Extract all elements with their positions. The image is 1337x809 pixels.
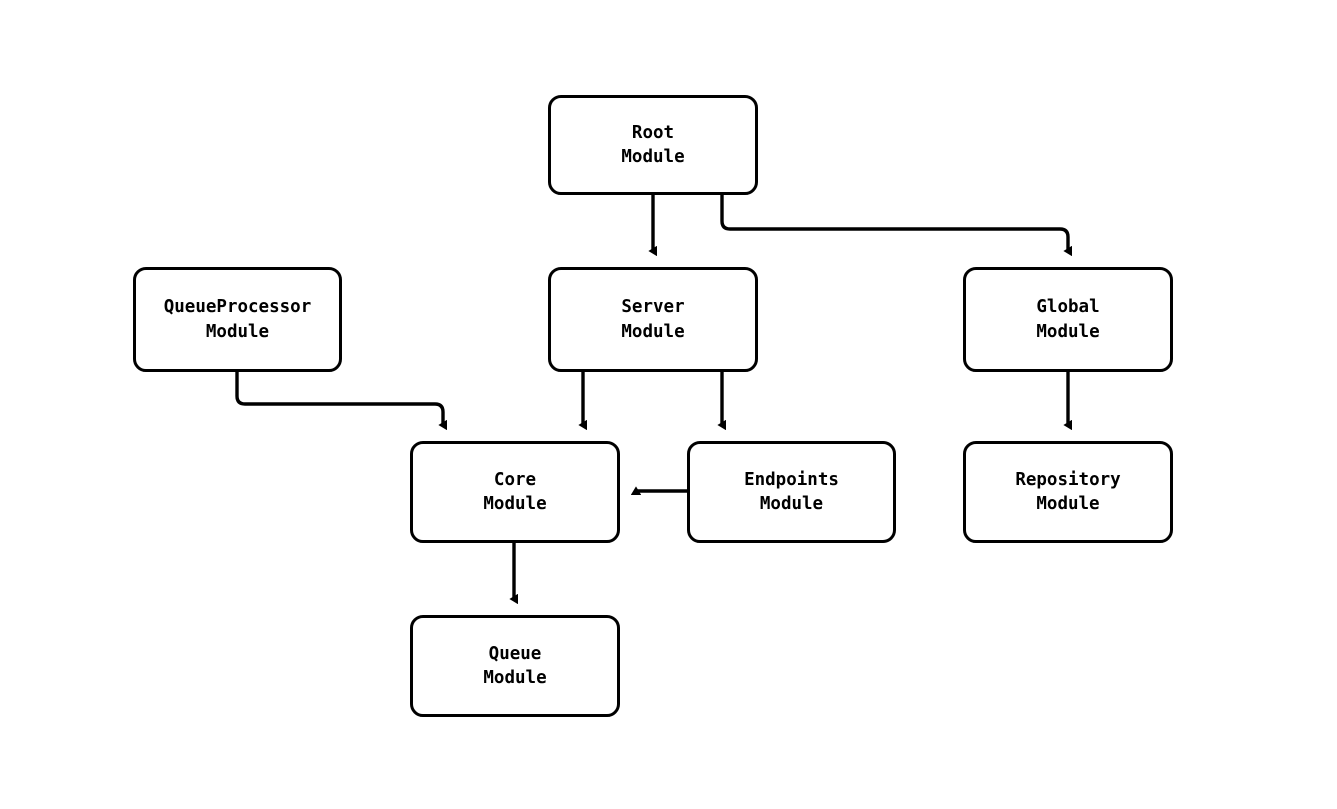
node-endpoints-module-label: Endpoints Module xyxy=(744,469,839,514)
node-queue-module-label: Queue Module xyxy=(483,643,547,688)
node-server-module-label: Server Module xyxy=(621,297,685,342)
node-global-module[interactable]: Global Module xyxy=(963,267,1173,372)
edge-root-to-global xyxy=(720,195,1068,251)
node-repository-module-label: Repository Module xyxy=(1015,469,1121,514)
node-repository-module[interactable]: Repository Module xyxy=(963,441,1173,543)
node-queueprocessor-module[interactable]: QueueProcessor Module xyxy=(133,267,342,372)
node-queueprocessor-module-label: QueueProcessor Module xyxy=(163,297,312,342)
node-global-module-label: Global Module xyxy=(1036,297,1100,342)
node-queue-module[interactable]: Queue Module xyxy=(410,615,620,717)
node-server-module[interactable]: Server Module xyxy=(548,267,758,372)
node-endpoints-module[interactable]: Endpoints Module xyxy=(687,441,896,543)
node-core-module[interactable]: Core Module xyxy=(410,441,620,543)
edge-queueprocessor-to-core xyxy=(235,372,443,425)
node-core-module-label: Core Module xyxy=(483,469,547,514)
node-root-module[interactable]: Root Module xyxy=(548,95,758,195)
node-root-module-label: Root Module xyxy=(621,122,685,167)
